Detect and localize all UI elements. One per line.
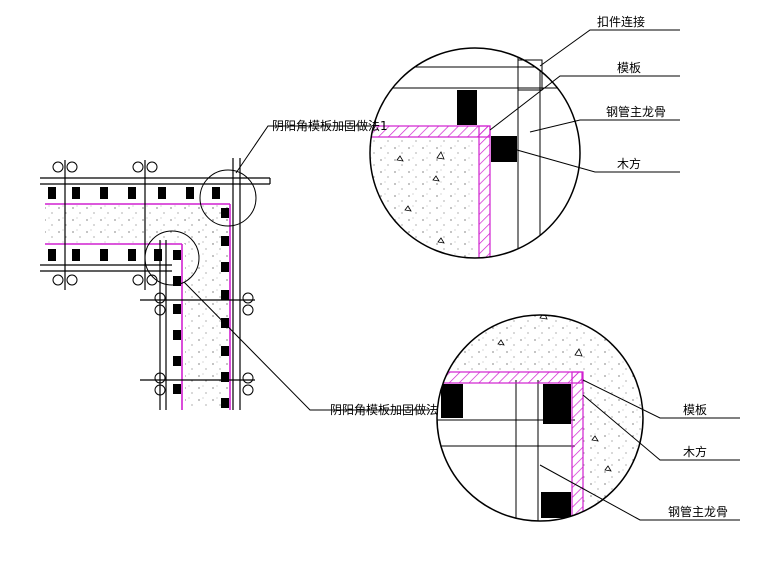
detail-top-formwork-h <box>370 125 491 138</box>
detail-bottom-formwork-h <box>439 371 583 384</box>
leader-outer <box>235 125 372 174</box>
detail-top <box>369 29 680 259</box>
detail-top-concrete <box>370 137 480 258</box>
label-bottom-formwork: 模板 <box>683 403 707 417</box>
detail-bottom <box>436 314 740 522</box>
main-tie-clamps <box>52 161 254 396</box>
detail-top-outline <box>369 47 581 259</box>
main-plan <box>40 125 430 411</box>
wall-concrete <box>185 204 228 409</box>
main-pipes <box>40 158 271 410</box>
label-detail-outer: 阴阳角模板加固做法1 <box>272 118 388 133</box>
label-top-pipe: 钢管主龙骨 <box>606 104 666 119</box>
callout-bubble-outer-corner[interactable] <box>199 169 257 227</box>
label-detail-inner: 阴阳角模板加固做法 <box>330 402 438 417</box>
label-top-formwork: 模板 <box>617 61 641 75</box>
detail-top-leaders <box>489 29 680 173</box>
leader-inner <box>183 281 430 411</box>
main-timber-bottom <box>48 249 162 261</box>
detail-top-timber-2 <box>491 136 517 162</box>
detail-bottom-formwork-v <box>571 371 584 521</box>
detail-bottom-timber-2 <box>543 384 571 424</box>
detail-bottom-timber-1 <box>441 384 463 418</box>
label-bottom-timber: 木方 <box>683 444 707 459</box>
detail-top-formwork-v <box>478 125 491 258</box>
detail-top-timber-1 <box>457 90 477 125</box>
main-formwork-lines <box>45 203 231 410</box>
main-timber-left <box>173 250 181 394</box>
label-bottom-pipe: 钢管主龙骨 <box>668 504 728 519</box>
detail-bottom-outline <box>436 314 644 522</box>
detail-bottom-concrete <box>440 315 643 372</box>
label-top-timber: 木方 <box>617 156 641 171</box>
callout-bubble-inner-corner[interactable] <box>144 230 200 286</box>
detail-top-clamp-square <box>517 59 543 91</box>
detail-bottom-leaders <box>539 379 740 521</box>
label-top-clamp: 扣件连接 <box>597 14 645 29</box>
main-timber-top <box>48 187 220 199</box>
detail-bottom-timber-3 <box>541 492 571 518</box>
